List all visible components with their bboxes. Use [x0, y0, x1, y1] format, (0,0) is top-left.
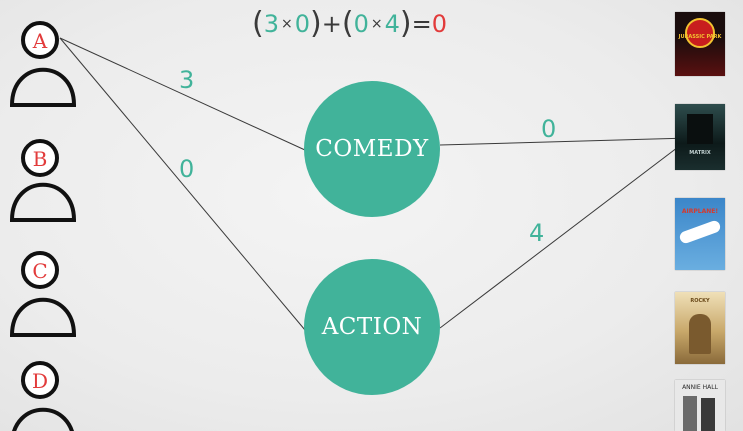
- eq-term-a2: 0: [353, 10, 369, 38]
- genre-action: ACTION: [304, 259, 440, 395]
- eq-result: 0: [431, 10, 447, 38]
- eq-plus: +: [321, 10, 342, 38]
- edge-user-a-action: [59, 37, 306, 331]
- eq-close-paren-2: ): [399, 6, 412, 41]
- poster-jurassic-park: JURASSIC PARK: [675, 12, 725, 76]
- user-a-label: A: [32, 29, 48, 53]
- poster-title: ANNIE HALL: [682, 384, 718, 391]
- user-c-label: C: [32, 259, 47, 283]
- poster-logo-icon: [685, 18, 715, 48]
- eq-times-2: ×: [370, 16, 383, 32]
- poster-title: JURASSIC PARK: [678, 34, 722, 40]
- user-a-icon: [9, 21, 77, 107]
- eq-times-1: ×: [281, 16, 293, 32]
- eq-term-a1: 3: [263, 10, 279, 38]
- poster-figure-icon: [689, 314, 711, 354]
- edge-user-a-comedy: [59, 37, 306, 151]
- weight-movie-comedy: 0: [541, 115, 557, 143]
- similarity-equation: ( 3 × 0 ) + ( 0 × 4 ) = 0: [252, 6, 447, 42]
- poster-figure-icon: [683, 396, 697, 431]
- poster-airplane: AIRPLANE!: [675, 198, 725, 270]
- user-b-icon: [9, 139, 77, 222]
- genre-action-label: ACTION: [321, 314, 423, 340]
- weight-movie-action: 4: [529, 219, 545, 247]
- eq-equals: =: [411, 10, 432, 38]
- edge-action-movie: [439, 137, 691, 329]
- eq-close-paren-1: ): [310, 6, 322, 41]
- poster-title: AIRPLANE!: [681, 208, 719, 215]
- user-b-label: B: [33, 147, 48, 171]
- weight-user-action: 0: [179, 155, 195, 183]
- poster-figure-icon: [687, 114, 713, 144]
- poster-annie-hall: ANNIE HALL: [675, 380, 725, 431]
- eq-term-b1: 0: [294, 10, 311, 38]
- weight-user-comedy: 3: [179, 66, 195, 94]
- poster-figure-icon: [701, 398, 715, 431]
- genre-comedy: COMEDY: [304, 81, 440, 217]
- edge-comedy-movie: [439, 137, 691, 146]
- user-c-icon: [9, 251, 77, 337]
- genre-comedy-label: COMEDY: [315, 136, 429, 162]
- poster-title: MATRIX: [689, 150, 711, 156]
- poster-matrix: MATRIX: [675, 104, 725, 170]
- eq-open-paren-1: (: [252, 6, 264, 41]
- poster-plane-icon: [678, 219, 722, 245]
- eq-term-b2: 4: [384, 10, 400, 38]
- eq-open-paren-2: (: [341, 6, 354, 41]
- user-d-icon: [12, 361, 74, 431]
- user-d-label: D: [32, 369, 48, 393]
- poster-title: ROCKY: [690, 298, 710, 304]
- poster-rocky: ROCKY: [675, 292, 725, 364]
